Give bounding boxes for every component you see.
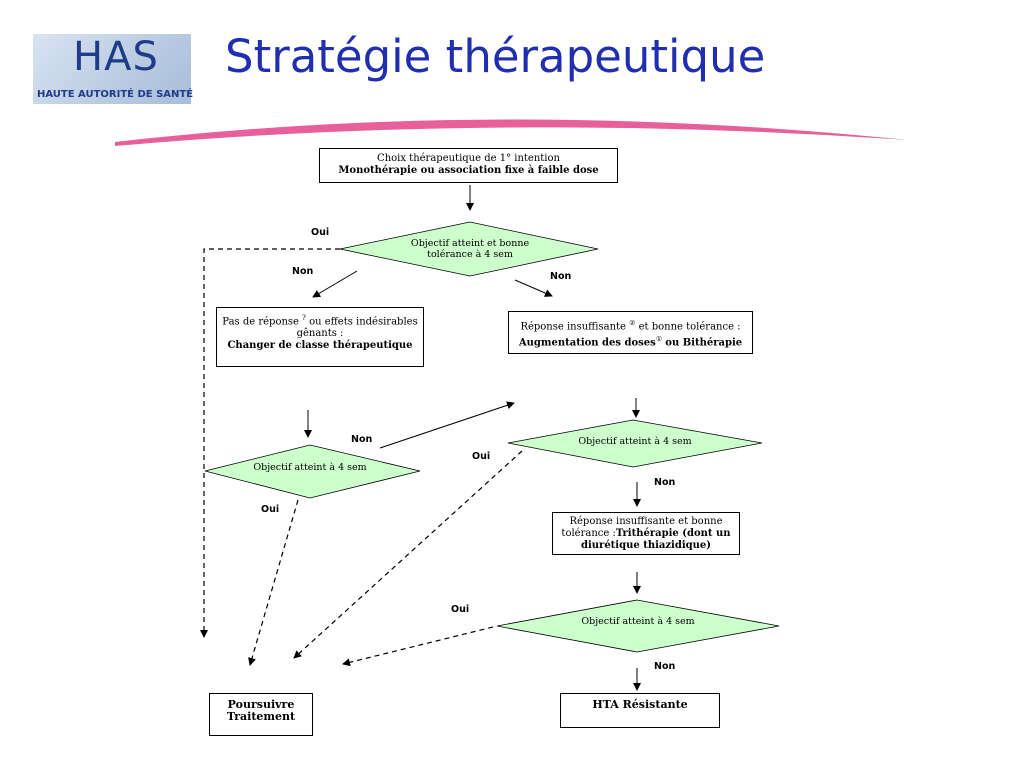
label-non-d4: Non <box>654 661 676 672</box>
continue-treatment-box: Poursuivre Traitement <box>209 693 313 736</box>
arrow-d1-non-right <box>514 279 553 297</box>
tritherapy-box: Réponse insuffisante et bonne tolérance … <box>552 512 740 555</box>
dashed-d3-oui <box>293 450 523 659</box>
diamond-4-text: Objectif atteint à 4 sem <box>581 616 695 627</box>
label-oui-top: Oui <box>311 227 330 238</box>
dashed-oui-top <box>200 248 340 638</box>
logo-subtitle: HAUTE AUTORITÉ DE SANTÉ <box>37 89 194 100</box>
diamond-2-text: Objectif atteint à 4 sem <box>253 462 367 473</box>
logo-text: HAS <box>73 34 159 80</box>
dashed-d2-oui <box>248 499 299 666</box>
decision-diamond-2 <box>204 444 421 499</box>
label-non-left: Non <box>292 266 314 277</box>
insufficient-response-box: Réponse insuffisante ② et bonne toléranc… <box>508 311 753 354</box>
label-non-right: Non <box>550 271 572 282</box>
swoosh-decoration <box>115 119 907 146</box>
first-choice-box: Choix thérapeutique de 1° intention Mono… <box>319 148 618 183</box>
diamond-1-text: Objectif atteint et bonne tolérance à 4 … <box>410 238 530 260</box>
arrow-d2-non <box>379 401 515 449</box>
decision-diamond-3 <box>507 419 763 468</box>
diamond-3-text: Objectif atteint à 4 sem <box>578 436 692 447</box>
has-logo: HAS HAUTE AUTORITÉ DE SANTÉ <box>33 34 194 104</box>
arrow-d1-non-left <box>312 270 358 298</box>
page-title: Stratégie thérapeutique <box>225 30 766 83</box>
label-non-d3: Non <box>654 477 676 488</box>
resistant-hta-box: HTA Résistante <box>560 693 720 728</box>
label-oui-middle: Oui <box>472 451 491 462</box>
decision-diamond-1 <box>339 221 599 277</box>
label-oui-left: Oui <box>261 504 280 515</box>
no-response-box: Pas de réponse ? ou effets indésirables … <box>216 307 424 367</box>
decision-diamond-4 <box>496 599 780 653</box>
dashed-d4-oui <box>342 626 494 667</box>
label-oui-d4: Oui <box>451 604 470 615</box>
label-non-middle: Non <box>351 434 373 445</box>
